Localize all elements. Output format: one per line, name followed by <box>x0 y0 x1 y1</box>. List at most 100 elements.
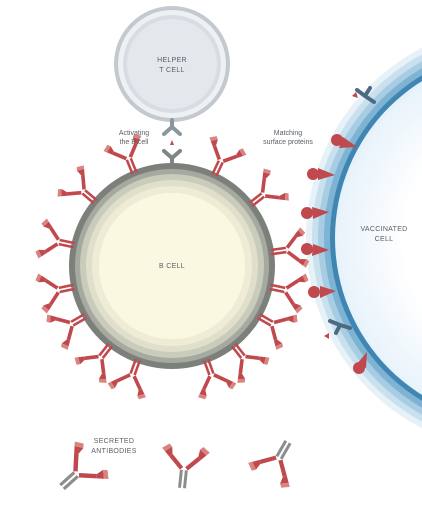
antibody-chain <box>62 475 79 491</box>
t-cell-receptor <box>162 118 182 136</box>
antibody-chain <box>76 165 85 171</box>
surface-protein <box>339 137 357 148</box>
antibody-chain <box>137 388 145 396</box>
antibody-chain <box>273 339 283 347</box>
antibody-chain <box>49 226 60 241</box>
b-cell-antibody <box>270 227 310 268</box>
receptor <box>328 319 352 335</box>
antibody-chain <box>178 469 183 488</box>
antibody-chain <box>59 287 75 294</box>
antibody-chain <box>129 358 137 375</box>
secreted-antibody <box>162 443 210 489</box>
antibody-chain <box>59 238 75 245</box>
antibody-chain <box>103 469 109 480</box>
antibody-chain <box>164 446 173 457</box>
antibody-chain <box>107 381 115 390</box>
antibody-chain <box>284 192 289 201</box>
antibody-chain <box>198 394 207 400</box>
antibody-chain <box>78 473 97 479</box>
b-cell-antibody <box>269 273 309 314</box>
antibody-chain <box>275 440 288 458</box>
antibody-chain <box>44 242 59 254</box>
b-cell-receptor <box>162 149 182 167</box>
antibody-chain <box>137 394 146 400</box>
b-cell-antibody <box>198 358 237 400</box>
antibody-chain <box>226 379 234 388</box>
surface-protein-tip <box>301 207 313 219</box>
secreted-antibody <box>248 440 292 488</box>
antibody-chain <box>210 139 218 147</box>
antibody-chain <box>61 339 71 347</box>
antibody-chain <box>269 283 286 290</box>
antibody-chain <box>50 315 57 323</box>
antibody-chain <box>70 313 85 323</box>
antibody-chain <box>248 192 263 204</box>
antibody-chain <box>35 273 42 283</box>
antibody-chain <box>60 343 69 350</box>
antibody-chain <box>84 354 99 361</box>
antibody-chain <box>297 275 306 283</box>
bound-fragments <box>324 92 358 339</box>
b-cell-antibody <box>107 358 146 400</box>
antibody-chain <box>270 325 278 341</box>
antibody-chain <box>237 373 246 380</box>
helper-t-cell-label-line2: T CELL <box>159 67 184 74</box>
antibody-chain <box>263 168 271 175</box>
antibody-chain <box>284 291 295 306</box>
activating-label-line2: the B cell <box>120 139 149 146</box>
antibody-chain <box>234 342 246 357</box>
b-cell-antibody <box>209 136 247 177</box>
cell-receptors <box>328 86 376 335</box>
antibody-chain <box>74 441 84 448</box>
surface-protein-tip <box>307 168 319 180</box>
antibody-chain <box>84 189 98 202</box>
antibody-chain <box>236 149 244 159</box>
antibody-chain <box>103 144 111 153</box>
b-cell-antibody <box>103 133 142 175</box>
antibody-chain <box>96 469 105 479</box>
antibody-chain <box>41 218 49 227</box>
surface-protein <box>318 168 335 180</box>
antibody-chain <box>203 360 211 376</box>
b-cell-antibody <box>46 313 88 350</box>
antibody-chain <box>239 148 247 156</box>
antibody-chain <box>287 315 294 323</box>
antibody-chain <box>280 475 289 484</box>
b-cell-antibody <box>35 218 75 259</box>
antibody-chain <box>273 316 289 325</box>
antibody-chain <box>302 259 310 268</box>
matching-label-line1: Matching <box>274 130 303 137</box>
receptor <box>355 86 376 104</box>
b-cell-antibody <box>256 313 298 350</box>
antibody-chain <box>293 314 298 323</box>
antibody-chain <box>132 375 142 391</box>
surface-protein <box>320 286 336 298</box>
b-cell-antibody <box>230 342 270 383</box>
antibody-chain <box>298 227 306 236</box>
antibody-chain <box>110 379 118 388</box>
matching-label-line2: surface proteins <box>263 139 313 146</box>
antibody-chain <box>66 190 82 196</box>
antibody-chain <box>43 221 53 229</box>
antibody-chain <box>106 146 114 155</box>
secreted-antibodies-label-line1: SECRETED <box>94 438 135 445</box>
antibody-chain <box>198 449 207 460</box>
antibody-chain <box>55 316 71 325</box>
antibody-chain <box>209 136 218 141</box>
b-cell-antibody <box>248 168 289 208</box>
antibody-chain <box>285 278 300 290</box>
antibody-chain <box>185 456 202 471</box>
antibody-chain <box>260 178 267 193</box>
antibody-chain <box>295 305 303 314</box>
activating-label-line1: Activating <box>119 130 149 137</box>
antibody-chain <box>38 249 47 257</box>
antibody-chain <box>294 230 304 238</box>
antibody-chain <box>125 159 134 175</box>
b-cell-antibody <box>74 342 114 383</box>
antibody-chain <box>237 378 246 383</box>
antibody-chain <box>112 151 128 161</box>
antibody-chain <box>215 161 224 177</box>
antibody-chain <box>269 287 285 294</box>
antibody-chain <box>229 381 237 390</box>
